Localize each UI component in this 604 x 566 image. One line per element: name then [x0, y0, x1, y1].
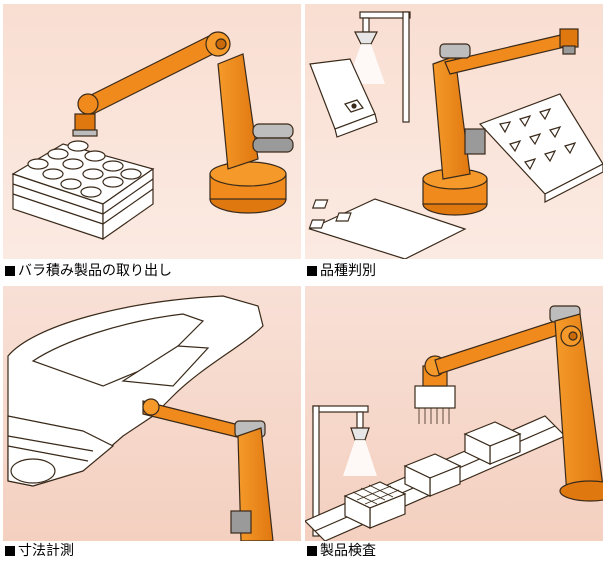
pallet-with-cylinders — [11, 140, 155, 241]
robot-arm — [72, 31, 294, 214]
bullet-square-icon — [307, 266, 317, 276]
bullet-square-icon — [5, 266, 15, 276]
robot-arm — [142, 398, 274, 541]
inspection-illustration — [305, 286, 603, 541]
laser-beam — [118, 394, 148, 411]
caption-text: 品種判別 — [320, 263, 376, 279]
bullet-square-icon — [307, 546, 317, 556]
gripper-head — [414, 385, 456, 424]
depalletizing-illustration — [3, 4, 301, 259]
measurement-illustration — [3, 286, 301, 541]
panel-caption: 製品検査 — [307, 543, 376, 559]
caption-text: 寸法計測 — [18, 543, 74, 559]
input-conveyor — [309, 58, 378, 138]
caption-text: バラ積み製品の取り出し — [18, 263, 172, 279]
caption-text: 製品検査 — [320, 543, 376, 559]
sorted-parts-table — [478, 93, 603, 203]
robot-arm — [422, 305, 603, 502]
output-conveyor — [308, 198, 467, 259]
product-boxes — [343, 421, 522, 529]
panel-caption: 品種判別 — [307, 263, 376, 279]
bullet-square-icon — [5, 546, 15, 556]
car-body — [7, 295, 264, 487]
sorting-illustration — [305, 4, 603, 259]
robot-arm — [422, 28, 579, 216]
panel-caption: バラ積み製品の取り出し — [5, 263, 172, 279]
panel-caption: 寸法計測 — [5, 543, 74, 559]
camera-gantry — [312, 405, 377, 537]
